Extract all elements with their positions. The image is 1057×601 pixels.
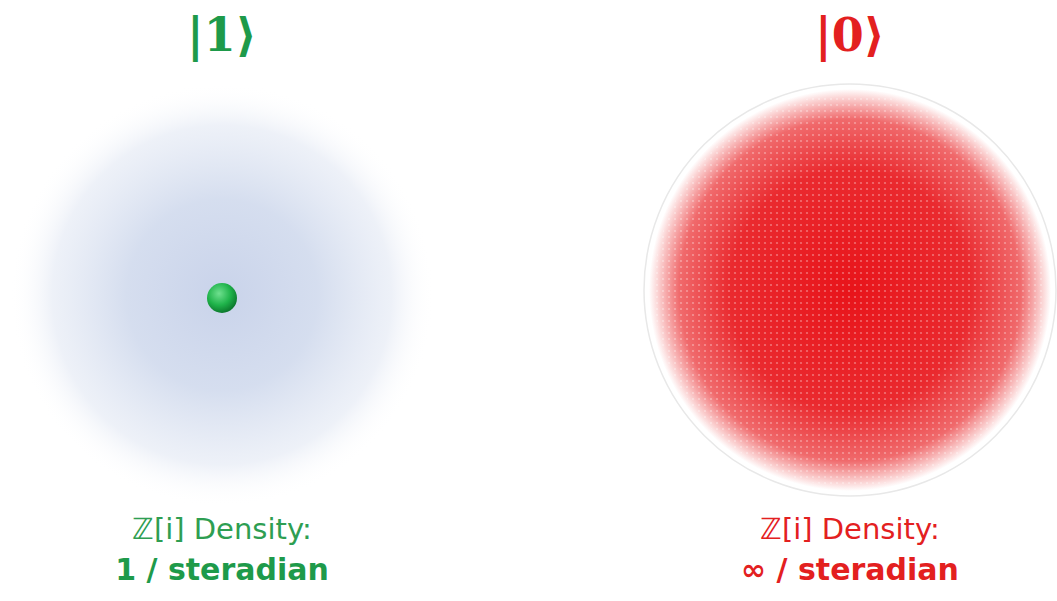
state-zero-sphere — [649, 89, 1051, 491]
density-value: 1 / steradian — [115, 553, 329, 586]
density-value: ∞ / steradian — [741, 553, 959, 586]
state-ket: |1⟩ — [187, 10, 257, 61]
state-ket: |0⟩ — [815, 10, 885, 61]
density-caption: ℤ[i] Density: — [132, 514, 311, 546]
density-caption: ℤ[i] Density: — [760, 514, 939, 546]
state-one-cloud — [10, 83, 434, 507]
dense-point-texture — [654, 94, 1046, 486]
gaussian-integer-point — [207, 283, 237, 313]
state-zero-rim — [644, 84, 1056, 496]
